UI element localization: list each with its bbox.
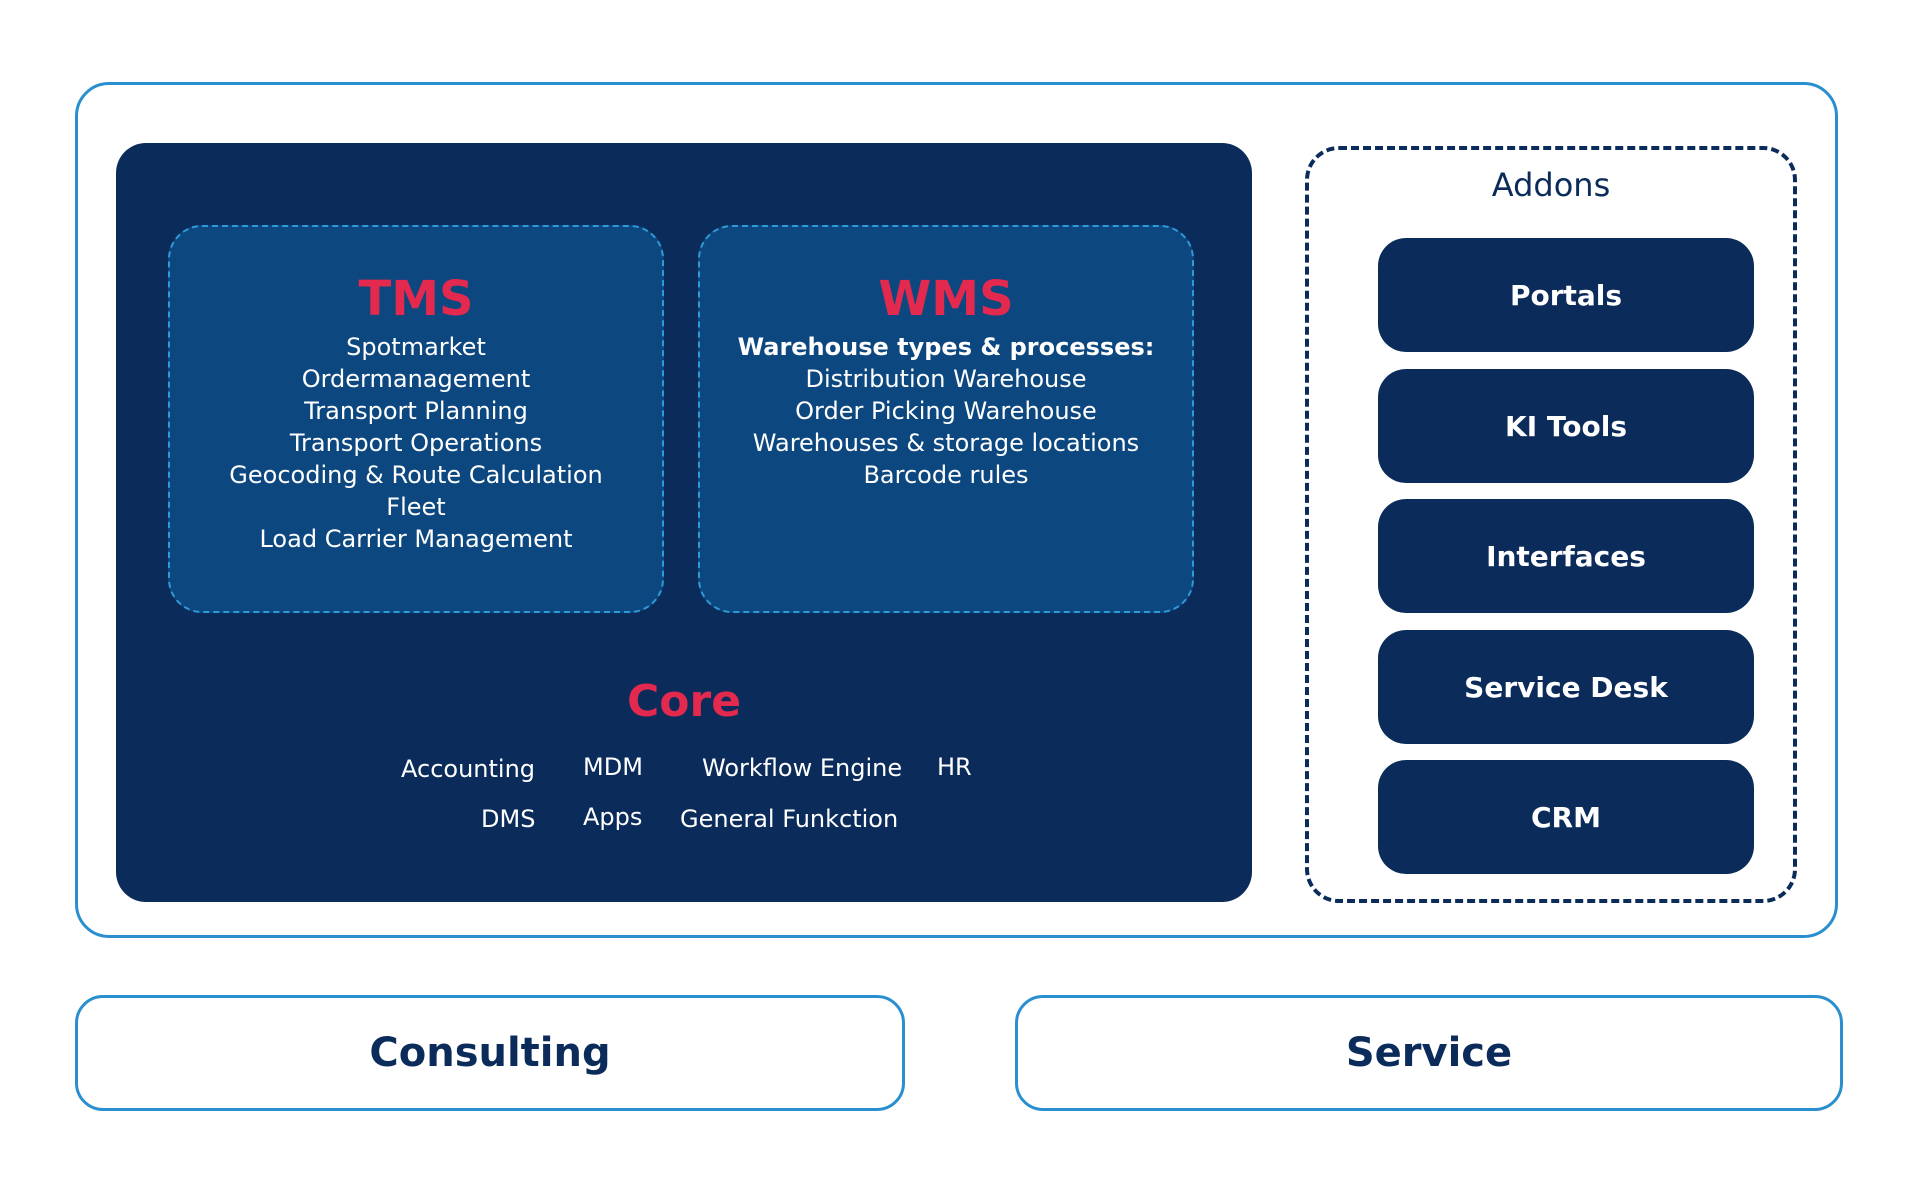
core-item-accounting: Accounting xyxy=(401,755,536,783)
tms-title: TMS xyxy=(358,271,474,327)
wms-title: WMS xyxy=(878,271,1014,327)
tms-item: Geocoding & Route Calculation xyxy=(229,461,603,489)
core-item-dms: DMS xyxy=(481,805,536,833)
addon-portals: Portals xyxy=(1378,238,1754,352)
tms-item: Transport Operations xyxy=(289,429,543,457)
core-item-hr: HR xyxy=(937,753,972,781)
addons-frame xyxy=(1305,146,1797,903)
consulting-box: Consulting xyxy=(75,995,905,1111)
addon-interfaces: Interfaces xyxy=(1378,499,1754,613)
addon-crm: CRM xyxy=(1378,760,1754,874)
tms-item: Spotmarket xyxy=(346,333,486,361)
service-box: Service xyxy=(1015,995,1843,1111)
wms-item-list: Warehouse types & processes: Distributio… xyxy=(700,331,1192,491)
addon-service-desk: Service Desk xyxy=(1378,630,1754,744)
addons-title: Addons xyxy=(1491,166,1611,204)
wms-item: Order Picking Warehouse xyxy=(795,397,1097,425)
wms-lead: Warehouse types & processes: xyxy=(737,333,1155,361)
core-item-general-funkction: General Funkction xyxy=(680,805,899,833)
tms-item: Fleet xyxy=(386,493,446,521)
tms-item-list: Spotmarket Ordermanagement Transport Pla… xyxy=(170,331,662,555)
core-title: Core xyxy=(626,676,742,727)
wms-item: Distribution Warehouse xyxy=(805,365,1087,393)
wms-module: WMS Warehouse types & processes: Distrib… xyxy=(698,225,1194,613)
tms-module: TMS Spotmarket Ordermanagement Transport… xyxy=(168,225,664,613)
platform-frame xyxy=(75,82,1838,938)
wms-item: Barcode rules xyxy=(863,461,1029,489)
addon-ki-tools: KI Tools xyxy=(1378,369,1754,483)
tms-item: Load Carrier Management xyxy=(259,525,573,553)
core-item-apps: Apps xyxy=(583,803,643,831)
core-item-mdm: MDM xyxy=(583,753,643,781)
wms-item: Warehouses & storage locations xyxy=(752,429,1140,457)
tms-item: Ordermanagement xyxy=(301,365,531,393)
core-item-workflow-engine: Workflow Engine xyxy=(702,754,903,782)
tms-item: Transport Planning xyxy=(304,397,528,425)
